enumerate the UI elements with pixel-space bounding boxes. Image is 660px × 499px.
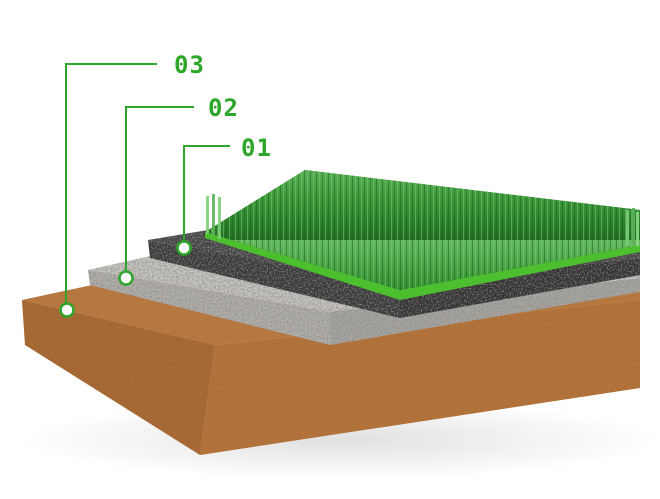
grass-layer	[205, 170, 640, 300]
callout-marker-01[interactable]	[176, 240, 192, 256]
callout-line-02	[125, 106, 194, 278]
callout-label-03: 03	[174, 51, 205, 79]
callout-line-03	[65, 63, 157, 310]
callout-lines	[65, 63, 230, 310]
callout-label-01: 01	[241, 134, 272, 162]
callout-marker-02[interactable]	[118, 270, 134, 286]
callout-label-02: 02	[208, 94, 239, 122]
callout-marker-03[interactable]	[59, 302, 75, 318]
callout-line-01	[183, 145, 230, 248]
